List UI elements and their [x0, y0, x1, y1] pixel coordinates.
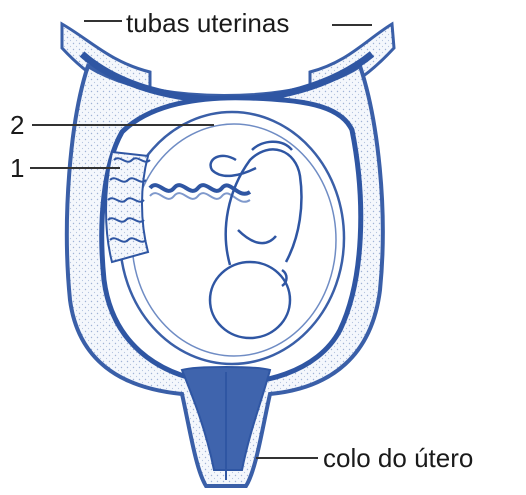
- cervix-label: colo do útero: [323, 443, 473, 473]
- label-number-1: 1: [10, 153, 24, 183]
- tubes-label: tubas uterinas: [126, 8, 289, 38]
- label-number-2: 2: [10, 110, 24, 140]
- fetus-head: [210, 262, 290, 338]
